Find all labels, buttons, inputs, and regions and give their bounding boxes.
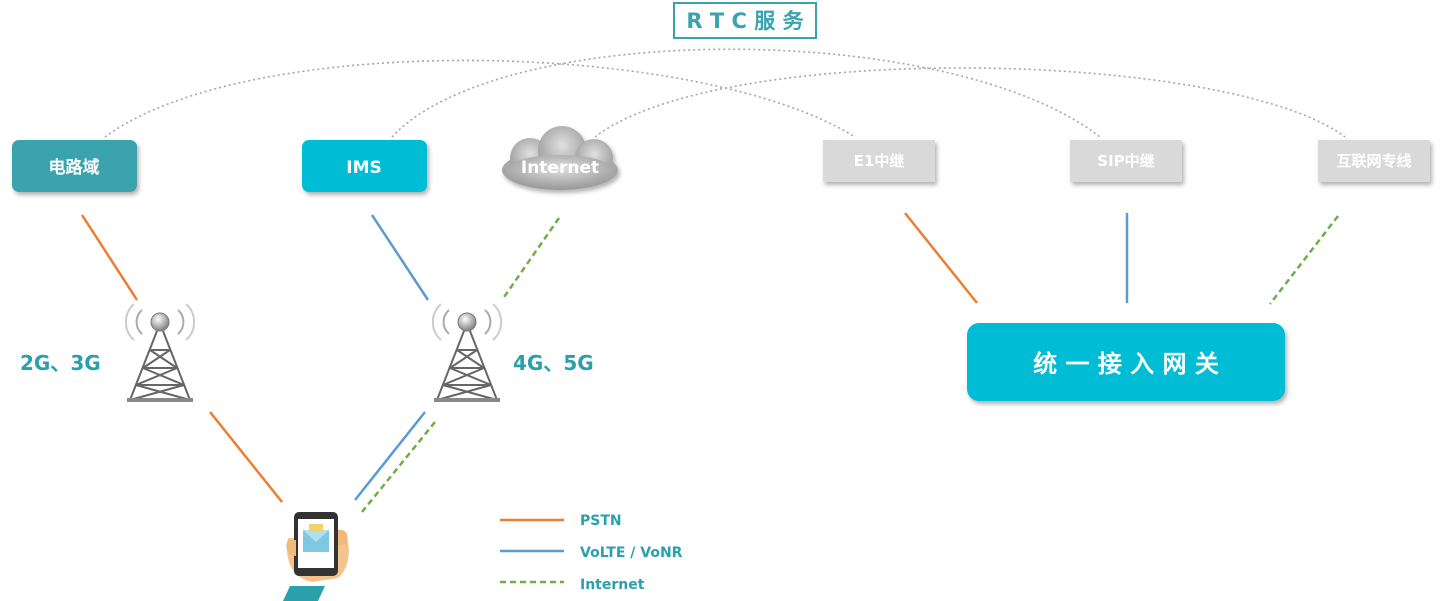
volte-line-tower-to-phone <box>354 411 426 501</box>
legend-internet-label: Internet <box>580 577 645 593</box>
internet-cloud-label: Internet <box>521 158 599 178</box>
arc-ims-to-sip <box>391 48 1101 138</box>
gateway-node: 统 一 接 入 网 关 <box>967 323 1285 401</box>
sip-trunk-node: SIP中继 <box>1070 140 1182 182</box>
circuit-domain-node: 电路域 <box>12 140 137 192</box>
connection-lines <box>80 212 1339 513</box>
gateway-label: 统 一 接 入 网 关 <box>1033 350 1219 378</box>
internet-cloud-node: Internet <box>502 126 618 190</box>
cloud-icon <box>502 126 618 190</box>
ims-node: IMS <box>302 140 427 192</box>
rtc-service-title: R T C 服 务 <box>686 9 804 33</box>
internet-line-tower-to-phone <box>361 421 436 513</box>
arc-circuit-to-e1 <box>104 59 856 138</box>
tower-2g3g-label: 2G、3G <box>20 351 101 375</box>
e1-trunk-label: E1中继 <box>854 152 905 170</box>
pstn-line-tower-to-phone <box>209 411 283 503</box>
tower-2g3g <box>124 303 196 402</box>
e1-trunk-node: E1中继 <box>823 140 935 182</box>
pstn-line-e1-to-gateway <box>904 212 978 304</box>
legend-pstn-label: PSTN <box>580 513 622 529</box>
internet-line-node: 互联网专线 <box>1318 140 1430 182</box>
tower-4g5g <box>431 303 503 402</box>
internet-line-cloud-to-tower <box>500 217 561 301</box>
arc-internet-to-line <box>594 67 1346 138</box>
phone-in-hand-icon <box>283 512 349 601</box>
legend-volte-label: VoLTE / VoNR <box>580 545 683 561</box>
rtc-service-box: R T C 服 务 <box>673 2 817 39</box>
tower-4g5g-label: 4G、5G <box>513 351 594 375</box>
cell-tower-icon <box>431 303 503 402</box>
pstn-line-circuit-to-tower <box>80 214 139 301</box>
legend: PSTN VoLTE / VoNR Internet <box>500 513 683 593</box>
ims-label: IMS <box>346 158 382 178</box>
sip-trunk-label: SIP中继 <box>1097 152 1154 170</box>
internet-line-label: 互联网专线 <box>1336 152 1411 170</box>
internet-line-dedicated-to-gateway <box>1269 215 1339 305</box>
circuit-domain-label: 电路域 <box>49 157 100 178</box>
volte-line-ims-to-tower <box>370 214 430 301</box>
cell-tower-icon <box>124 303 196 402</box>
rtc-connection-arcs <box>104 48 1346 138</box>
